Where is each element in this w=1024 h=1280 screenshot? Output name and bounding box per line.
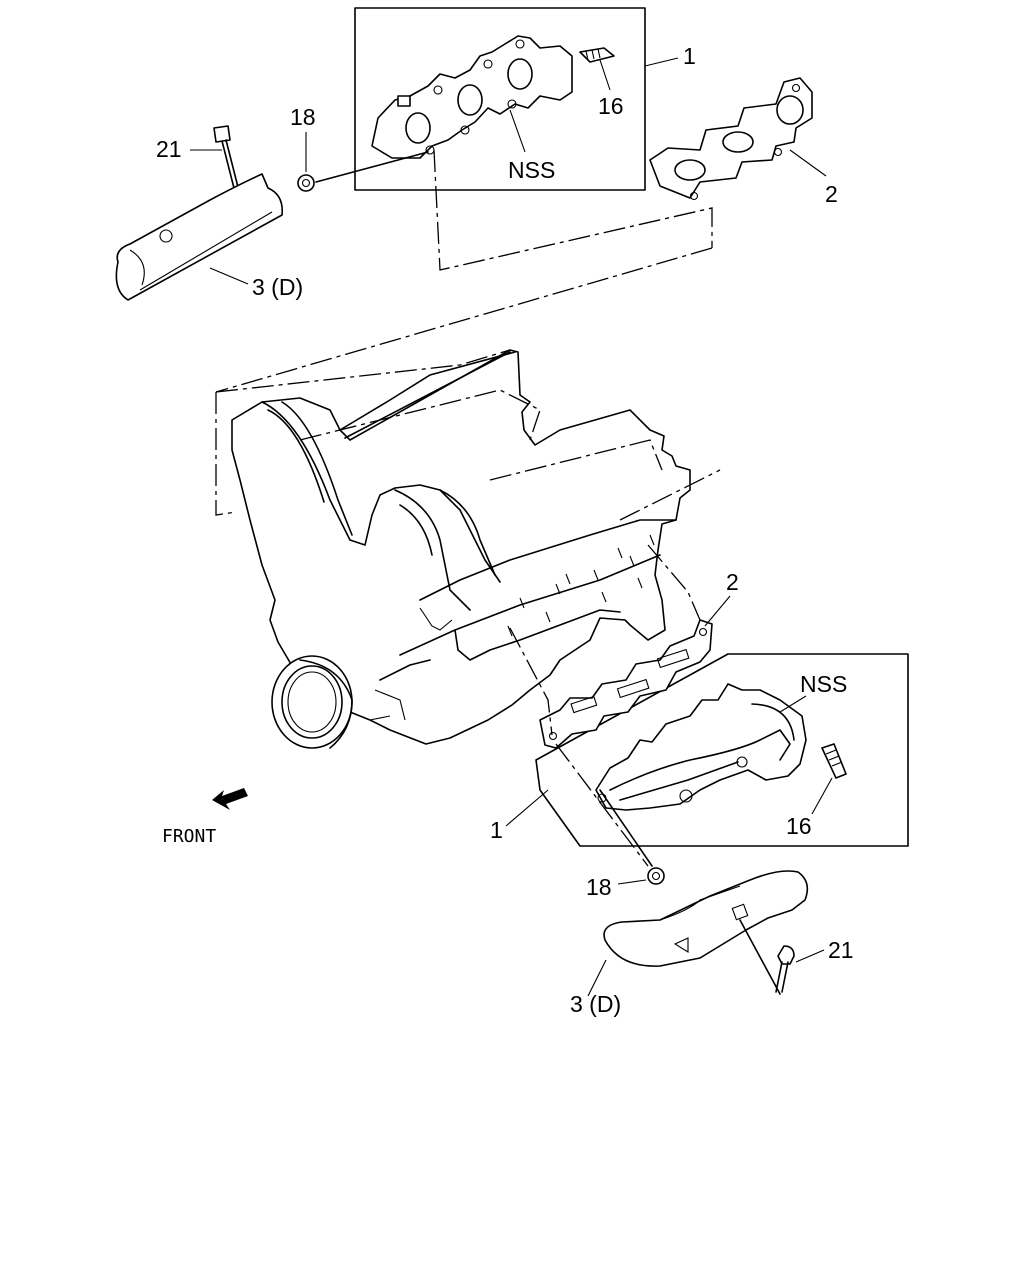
lower-heat-shield [603,870,809,967]
upper-stud [579,47,615,63]
upper-label-stud: 16 [598,93,624,119]
upper-label-heat-shield: 3 (D) [252,274,303,300]
upper-nut [297,174,315,192]
upper-label-nss: NSS [508,157,555,183]
upper-assembly-group [115,7,827,393]
lower-nut [647,867,665,885]
lower-label-assembly: 1 [490,817,503,843]
lower-stud [821,743,847,779]
lower-exhaust-manifold [595,683,807,811]
front-label: FRONT [162,826,216,847]
upper-assembly-box [354,7,646,191]
upper-heat-shield [115,173,284,301]
lower-gasket [539,619,713,749]
upper-label-nut: 18 [290,104,316,130]
front-arrow-icon [212,788,248,810]
upper-bolt [213,125,241,197]
lower-label-heat-shield: 3 (D) [570,991,621,1017]
upper-gasket [649,77,813,201]
upper-label-assembly: 1 [683,43,696,69]
crank-pulley [271,655,353,749]
engine-block [215,349,721,749]
lower-label-nss: NSS [800,671,847,697]
upper-label-gasket: 2 [825,181,838,207]
lower-assembly-group [505,544,909,997]
lower-bolt [775,945,795,993]
lower-label-stud: 16 [786,813,812,839]
lower-label-bolt: 21 [828,937,854,963]
upper-label-bolt: 21 [156,136,182,162]
lower-label-gasket: 2 [726,569,739,595]
lower-assembly-box [535,653,909,847]
upper-exhaust-manifold [371,35,573,159]
lower-label-nut: 18 [586,874,612,900]
